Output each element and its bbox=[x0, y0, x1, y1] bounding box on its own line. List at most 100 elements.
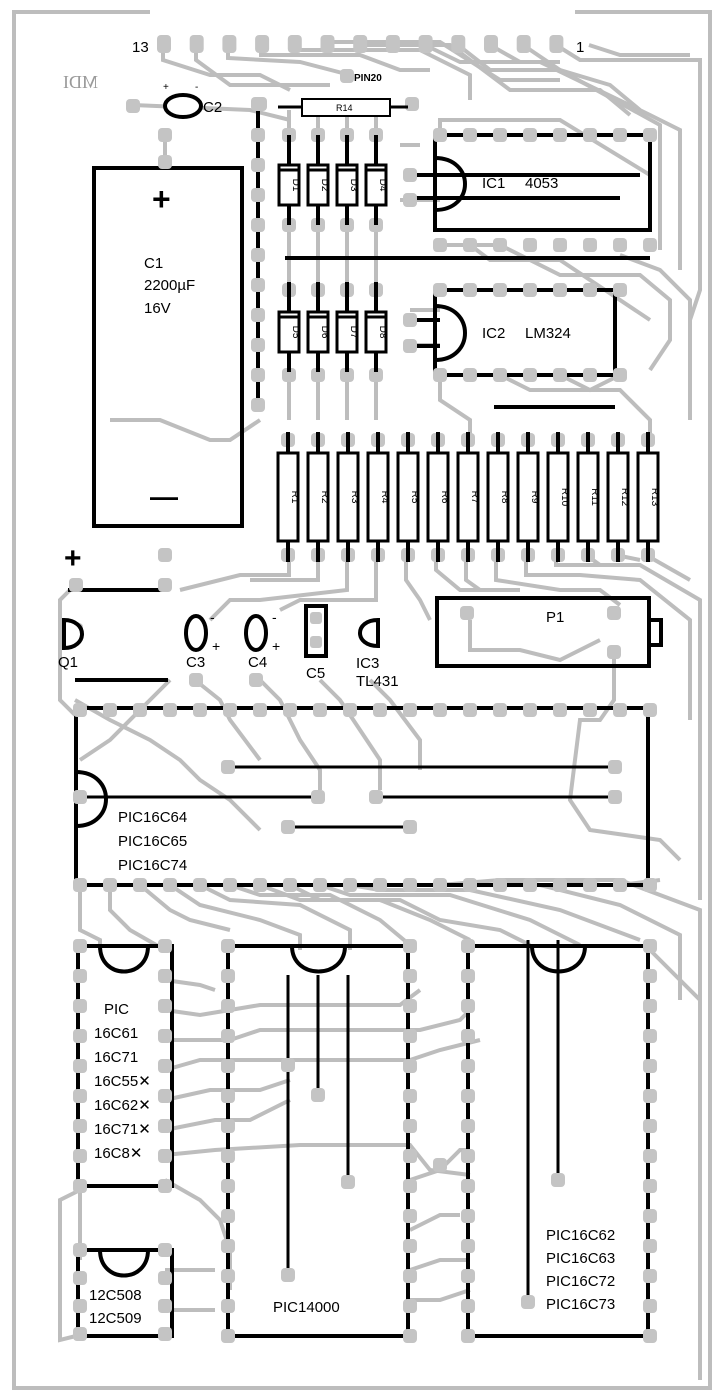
solder-pad bbox=[461, 939, 475, 953]
solder-pad bbox=[221, 999, 235, 1013]
pin-13-label: 13 bbox=[132, 39, 149, 56]
solder-pad bbox=[403, 878, 417, 892]
diode-d8: D8 bbox=[364, 282, 388, 372]
solder-pad bbox=[251, 218, 265, 232]
solder-pad bbox=[158, 548, 172, 562]
solder-pad bbox=[461, 1269, 475, 1283]
solder-pad bbox=[251, 368, 265, 382]
c1-name: C1 bbox=[144, 255, 163, 272]
board-outline bbox=[12, 10, 712, 1390]
solder-pad bbox=[461, 1149, 475, 1163]
socket8-label-1: 12C508 bbox=[89, 1287, 142, 1304]
solder-pad bbox=[643, 878, 657, 892]
solder-pad bbox=[73, 969, 87, 983]
solder-pad bbox=[433, 1158, 447, 1172]
solder-pad bbox=[553, 703, 567, 717]
solder-pad bbox=[73, 790, 87, 804]
solder-pad bbox=[583, 878, 597, 892]
solder-pad bbox=[73, 1179, 87, 1193]
solder-pad bbox=[643, 238, 657, 252]
c1-value: 2200µF bbox=[144, 277, 195, 294]
solder-pad bbox=[157, 35, 171, 53]
solder-pad bbox=[521, 1295, 535, 1309]
solder-pad bbox=[553, 283, 567, 297]
ic3-label: IC3 bbox=[356, 655, 379, 672]
solder-pad bbox=[221, 1029, 235, 1043]
solder-pad bbox=[643, 1029, 657, 1043]
diode-label: D8 bbox=[377, 326, 388, 339]
solder-pad bbox=[463, 878, 477, 892]
solder-pad bbox=[403, 193, 417, 207]
solder-pad bbox=[251, 278, 265, 292]
solder-pad bbox=[373, 878, 387, 892]
solder-pad bbox=[341, 1175, 355, 1189]
solder-pad bbox=[320, 35, 335, 53]
socket28b-label-1: PIC16C62 bbox=[546, 1227, 615, 1244]
solder-pad bbox=[613, 368, 627, 382]
solder-pad bbox=[451, 35, 466, 53]
solder-pad bbox=[281, 1268, 295, 1282]
socket18-label-5: 16C62✕ bbox=[94, 1097, 151, 1114]
solder-pad bbox=[251, 128, 265, 142]
c2-minus: - bbox=[195, 82, 198, 93]
socket18-label-2: 16C61 bbox=[94, 1025, 138, 1042]
solder-pad bbox=[403, 1299, 417, 1313]
solder-pad bbox=[551, 1173, 565, 1187]
c2-capacitor bbox=[163, 93, 203, 119]
solder-pad bbox=[583, 283, 597, 297]
resistor-r8: R8 bbox=[486, 432, 510, 562]
solder-pad bbox=[73, 939, 87, 953]
resistor-r12: R12 bbox=[606, 432, 630, 562]
solder-pad bbox=[158, 1059, 172, 1073]
solder-pad bbox=[221, 1179, 235, 1193]
solder-pad bbox=[340, 368, 354, 382]
solder-pad bbox=[73, 1299, 87, 1313]
c3-plus: + bbox=[212, 638, 220, 654]
c2-plus: + bbox=[163, 82, 169, 93]
solder-pad bbox=[223, 878, 237, 892]
solder-pad bbox=[463, 283, 477, 297]
solder-pad bbox=[643, 1239, 657, 1253]
solder-pad bbox=[461, 969, 475, 983]
c3-label: C3 bbox=[186, 654, 205, 671]
solder-pad bbox=[403, 1329, 417, 1343]
solder-pad bbox=[493, 283, 507, 297]
solder-pad bbox=[223, 703, 237, 717]
silkscreen bbox=[68, 104, 663, 1338]
resistor-r10: R10 bbox=[546, 432, 570, 562]
solder-pad bbox=[583, 238, 597, 252]
solder-pad bbox=[403, 1029, 417, 1043]
solder-pad bbox=[281, 1058, 295, 1072]
solder-pad bbox=[189, 35, 204, 53]
solder-pad bbox=[553, 238, 567, 252]
solder-pad bbox=[523, 128, 537, 142]
solder-pad bbox=[158, 1149, 172, 1163]
solder-pad bbox=[283, 703, 297, 717]
solder-pad bbox=[523, 368, 537, 382]
resistor-r2: R2 bbox=[306, 432, 330, 562]
c4-plus: + bbox=[272, 638, 280, 654]
solder-pad bbox=[433, 128, 447, 142]
solder-pad bbox=[73, 1243, 87, 1257]
mirror-logo: MDI bbox=[63, 72, 98, 92]
solder-pad bbox=[403, 1149, 417, 1163]
solder-pad bbox=[643, 969, 657, 983]
q1-label: Q1 bbox=[58, 654, 78, 671]
c4-label: C4 bbox=[248, 654, 267, 671]
solder-pad bbox=[433, 878, 447, 892]
c4-capacitor bbox=[244, 614, 268, 652]
resistor-label: R9 bbox=[529, 491, 540, 504]
solder-pad bbox=[461, 1059, 475, 1073]
solder-pad bbox=[221, 1269, 235, 1283]
solder-pad bbox=[221, 1239, 235, 1253]
diode-label: D4 bbox=[377, 179, 388, 192]
c3-minus: - bbox=[210, 609, 215, 625]
resistor-r3: R3 bbox=[336, 432, 360, 562]
solder-pad bbox=[158, 1119, 172, 1133]
solder-pad bbox=[221, 1059, 235, 1073]
ic2-name: IC2 bbox=[482, 325, 505, 342]
solder-pad bbox=[433, 283, 447, 297]
solder-pad bbox=[461, 1239, 475, 1253]
